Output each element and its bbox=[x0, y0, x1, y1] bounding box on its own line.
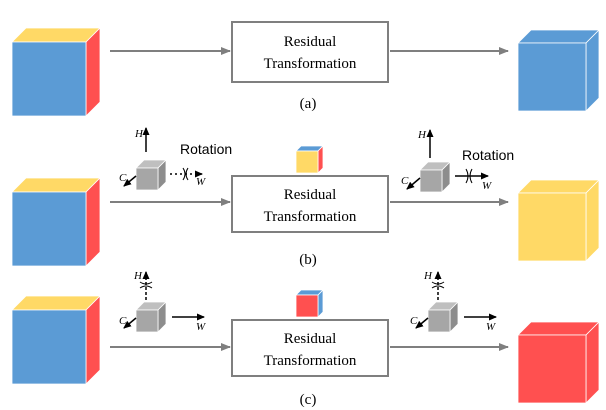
panel-c-left-gray-cube-front-face bbox=[135, 309, 159, 333]
panel-a-output-cube-side-face bbox=[585, 29, 600, 112]
panel-b-right-h-label: H bbox=[417, 129, 427, 141]
panel-c-right-rotation-icon bbox=[431, 281, 445, 289]
panel-c-right-c-arrow bbox=[415, 317, 429, 329]
panel-b-left-h-label: H bbox=[134, 128, 144, 140]
panel-b-right-gray-cube-front-face bbox=[419, 169, 443, 193]
panel-b-right-w-label: W bbox=[482, 180, 492, 192]
panel-c-right-h-label: H bbox=[423, 270, 433, 282]
panel-b-left-axis-glyph: H C W Rotation bbox=[119, 127, 232, 191]
panel-c-output-cube-front-face bbox=[517, 334, 587, 404]
panel-c-caption: (c) bbox=[300, 392, 317, 408]
panel-c-left-rotation-icon bbox=[139, 281, 153, 289]
panel-c-left-c-arrow bbox=[123, 317, 137, 329]
panel-b-mid-cube bbox=[295, 145, 324, 174]
panel-c-mid-cube bbox=[295, 289, 324, 318]
panel-b-mid-cube-front-face bbox=[295, 150, 319, 174]
panel-c-left-h-label: H bbox=[133, 270, 143, 282]
panel-b-box-line1: Residual bbox=[284, 187, 337, 203]
panel-b-left-rotation-label: Rotation bbox=[180, 141, 232, 157]
panel-a-box-line1: Residual bbox=[284, 34, 337, 50]
panel-a: Residual Transformation (a) bbox=[11, 21, 600, 117]
panel-c: H C W Residual Transformation H C W (c) bbox=[11, 270, 600, 408]
panel-c-left-gray-cube bbox=[135, 301, 167, 333]
panel-a-output-cube bbox=[517, 29, 600, 112]
panel-c-right-axis-glyph: H C W bbox=[410, 270, 497, 333]
panel-a-caption: (a) bbox=[300, 96, 317, 112]
panel-b-right-rotation-icon bbox=[465, 168, 473, 184]
panel-c-box-line1: Residual bbox=[284, 331, 337, 347]
panel-b-right-c-label: C bbox=[401, 175, 409, 187]
panel-c-output-cube-side-face bbox=[585, 321, 600, 404]
panel-c-input-cube-side-face bbox=[85, 295, 101, 385]
panel-c-right-w-label: W bbox=[486, 321, 496, 333]
panel-c-input-cube-front-face bbox=[11, 309, 87, 385]
panel-c-mid-cube-side-face bbox=[317, 289, 324, 318]
panel-a-residual-box bbox=[231, 21, 389, 83]
panel-b-right-c-arrow bbox=[406, 177, 421, 190]
panel-b-left-gray-cube-front-face bbox=[135, 167, 159, 191]
panel-b-caption: (b) bbox=[299, 252, 317, 268]
panel-c-input-cube bbox=[11, 295, 101, 385]
panel-b-box-line2: Transformation bbox=[264, 209, 357, 225]
panel-a-input-cube-side-face bbox=[85, 27, 101, 117]
panel-b-left-w-label: W bbox=[196, 176, 206, 188]
panel-a-box-line2: Transformation bbox=[264, 56, 357, 72]
panel-b-right-rotation-label: Rotation bbox=[462, 147, 514, 163]
panel-a-input-cube-top-face bbox=[11, 27, 101, 43]
panel-b-right-gray-cube bbox=[419, 161, 451, 193]
panel-c-input-cube-top-face bbox=[11, 295, 101, 311]
panel-a-output-cube-front-face bbox=[517, 42, 587, 112]
panel-b-output-cube-front-face bbox=[517, 192, 587, 262]
panel-b-right-axis-glyph: H C W Rotation bbox=[401, 129, 514, 193]
panel-b-output-cube-top-face bbox=[517, 179, 600, 194]
panel-b-left-c-arrow bbox=[123, 175, 137, 187]
panel-c-left-c-label: C bbox=[119, 315, 127, 327]
panel-c-residual-box bbox=[231, 319, 389, 377]
panel-b-mid-cube-side-face bbox=[317, 145, 324, 174]
panel-c-right-gray-cube-front-face bbox=[427, 309, 451, 333]
panel-b-left-c-label: C bbox=[119, 172, 127, 184]
panel-b-input-cube-side-face bbox=[85, 177, 101, 267]
panel-c-mid-cube-front-face bbox=[295, 294, 319, 318]
panel-b-input-cube bbox=[11, 177, 101, 267]
panel-a-input-cube bbox=[11, 27, 101, 117]
panel-c-output-cube bbox=[517, 321, 600, 404]
panel-b-output-cube-side-face bbox=[585, 179, 600, 262]
panel-b-input-cube-front-face bbox=[11, 191, 87, 267]
panel-c-output-cube-top-face bbox=[517, 321, 600, 336]
panel-c-right-gray-cube bbox=[427, 301, 459, 333]
panel-a-input-cube-front-face bbox=[11, 41, 87, 117]
panel-b-left-gray-cube bbox=[135, 159, 167, 191]
panel-c-box-line2: Transformation bbox=[264, 353, 357, 369]
panel-c-left-axis-glyph: H C W bbox=[119, 270, 206, 333]
panel-c-left-w-label: W bbox=[196, 321, 206, 333]
panel-b-left-rotation-icon bbox=[182, 167, 189, 181]
panel-b-input-cube-top-face bbox=[11, 177, 101, 193]
panel-b: H C W Rotation Residual Transformation H… bbox=[11, 127, 600, 268]
panel-a-output-cube-top-face bbox=[517, 29, 600, 44]
panel-c-right-c-label: C bbox=[410, 315, 418, 327]
panel-b-residual-box bbox=[231, 175, 389, 233]
panel-b-output-cube bbox=[517, 179, 600, 262]
